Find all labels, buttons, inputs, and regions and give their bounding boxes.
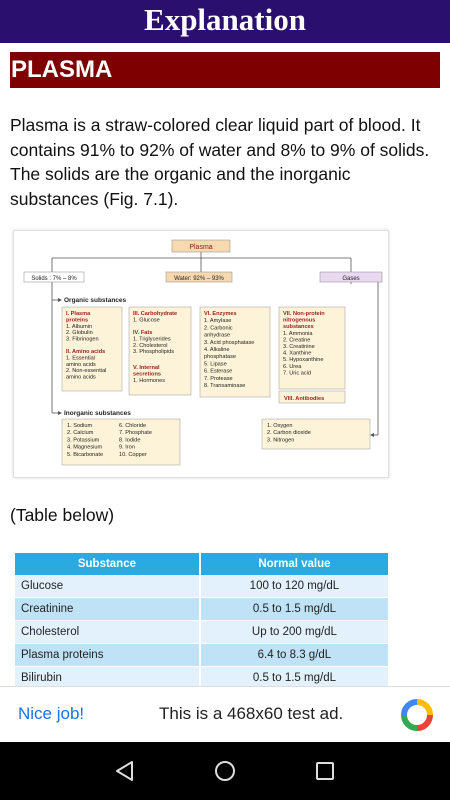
figure-amino-acids-item: amino acids — [66, 375, 96, 381]
figure-inorganic-item: 2. Calcium — [67, 430, 94, 436]
table-cell-value: 0.5 to 1.5 mg/dL — [199, 597, 391, 621]
plasma-composition-figure: Plasma Solids : 7% – 8% Water: 92% – 93%… — [13, 230, 389, 478]
figure-inorganic-item: 7. Phosphate — [119, 430, 152, 436]
section-heading: PLASMA — [10, 52, 440, 88]
figure-enzymes-item: phosphatase — [204, 354, 236, 360]
table-cell-substance: Cholesterol — [15, 620, 201, 644]
page-title: Explanation — [144, 2, 306, 37]
recents-icon[interactable] — [313, 759, 337, 783]
ad-cta-link[interactable]: Nice job! — [18, 704, 85, 723]
figure-fats-item: 1. Triglycerides — [133, 336, 171, 342]
table-cell-value: 100 to 120 mg/dL — [199, 575, 391, 598]
figure-gas-item: 3. Nitrogen — [267, 437, 294, 443]
figure-enzymes-item: 3. Acid phosphatase — [204, 340, 254, 346]
figure-fats-item: 2. Cholesterol — [133, 343, 168, 349]
table-cell-substance: Bilirubin — [15, 666, 201, 686]
figure-gas-item: 2. Carbon dioxide — [267, 430, 311, 436]
table-row: Creatinine 0.5 to 1.5 mg/dL — [15, 597, 391, 621]
figure-root-label: Plasma — [189, 244, 212, 251]
intro-paragraph: Plasma is a straw-colored clear liquid p… — [10, 115, 430, 209]
normal-values-table: Substance Normal value Glucose 100 to 12… — [15, 553, 391, 686]
app-title-bar: Explanation — [0, 0, 450, 43]
figure-carbohydrate-item: III. Carbohydrate — [133, 311, 177, 317]
article-content[interactable]: PLASMA Plasma is a straw-colored clear l… — [0, 43, 450, 686]
table-row: Cholesterol Up to 200 mg/dL — [15, 620, 391, 644]
figure-antibodies-label: VIII. Antibodies — [284, 396, 324, 402]
figure-gas-item: 1. Oxygen — [267, 423, 293, 429]
table-header-normal-value: Normal value — [199, 553, 391, 575]
figure-inorganic-item: 3. Potassium — [67, 437, 100, 443]
table-row: Bilirubin 0.5 to 1.5 mg/dL — [15, 666, 391, 686]
figure-enzymes-item: 4. Alkaline — [204, 347, 230, 353]
figure-enzymes-item: anhydrase — [204, 333, 230, 339]
figure-inorganic-item: 9. Iron — [119, 445, 135, 451]
ad-choices-logo-icon[interactable] — [401, 699, 433, 731]
figure-non-protein-item: 1. Ammonia — [283, 331, 313, 337]
table-row: Glucose 100 to 120 mg/dL — [15, 575, 391, 598]
figure-enzymes-item: 6. Esterase — [204, 369, 232, 375]
figure-internal-secretions-item: secretions — [133, 371, 161, 377]
figure-non-protein-item: 2. Creatine — [283, 337, 310, 343]
figure-water-label: Water: 92% – 93% — [174, 276, 224, 282]
figure-gases-label: Gases — [342, 276, 359, 282]
figure-plasma-proteins-item: proteins — [66, 317, 88, 323]
figure-amino-acids-item: II. Amino acids — [66, 349, 105, 355]
figure-enzymes-item: 2. Carbonic — [204, 325, 233, 331]
system-navigation-bar — [0, 742, 450, 800]
table-row: Plasma proteins 6.4 to 8.3 g/dL — [15, 643, 391, 667]
table-cell-value: 6.4 to 8.3 g/dL — [199, 643, 391, 667]
figure-internal-secretions-item: V. Internal — [133, 365, 160, 371]
table-cell-substance: Plasma proteins — [15, 643, 201, 667]
ad-text[interactable]: This is a 468x60 test ad. — [159, 704, 344, 723]
figure-non-protein-item: substances — [283, 324, 314, 330]
figure-inorganic-item: 4. Magnesium — [67, 445, 102, 451]
figure-non-protein-item: 5. Hypoxanthine — [283, 357, 323, 363]
figure-amino-acids-item: amino acids — [66, 362, 96, 368]
figure-inorganic-item: 8. Iodide — [119, 437, 140, 443]
figure-non-protein-item: 3. Creatinine — [283, 344, 315, 350]
figure-plasma-proteins-item: I. Plasma — [66, 311, 91, 317]
figure-organic-title: Organic substances — [64, 297, 127, 304]
figure-internal-secretions-item: 1. Hormones — [133, 378, 165, 384]
back-icon[interactable] — [113, 759, 137, 783]
table-caption: (Table below) — [10, 505, 115, 525]
figure-solids-label: Solids : 7% – 8% — [31, 276, 77, 282]
table-cell-value: 0.5 to 1.5 mg/dL — [199, 666, 391, 686]
table-cell-value: Up to 200 mg/dL — [199, 620, 391, 644]
figure-non-protein-item: VII. Non-protein — [283, 311, 325, 317]
figure-inorganic-item: 1. Sodium — [67, 423, 93, 429]
figure-non-protein-item: 4. Xanthine — [283, 351, 311, 357]
figure-inorganic-title: Inorganic substances — [64, 410, 131, 417]
figure-enzymes-item: 1. Amylase — [204, 318, 231, 324]
figure-carbohydrate-item: 1. Glucose — [133, 317, 160, 323]
figure-inorganic-item: 6. Chloride — [119, 423, 146, 429]
figure-plasma-proteins-item: 2. Globulin — [66, 330, 93, 336]
figure-enzymes-item: VI. Enzymes — [204, 311, 237, 317]
figure-enzymes-item: 7. Protease — [204, 376, 233, 382]
figure-non-protein-item: 6. Urea — [283, 364, 302, 370]
figure-non-protein-item: 7. Uric acid — [283, 370, 311, 376]
figure-non-protein-item: nitrogenous — [283, 318, 315, 324]
table-cell-substance: Glucose — [15, 575, 201, 598]
figure-amino-acids-item: 1. Essential — [66, 355, 95, 361]
figure-fats-item: IV. Fats — [133, 330, 152, 336]
figure-enzymes-item: 5. Lipase — [204, 361, 227, 367]
figure-enzymes-item: 8. Transaminase — [204, 383, 245, 389]
table-header-substance: Substance — [15, 553, 201, 575]
figure-inorganic-item: 10. Copper — [119, 452, 147, 458]
home-icon[interactable] — [213, 759, 237, 783]
ad-banner[interactable]: Nice job! This is a 468x60 test ad. — [0, 686, 450, 742]
figure-inorganic-item: 5. Bicarbonate — [67, 452, 103, 458]
figure-plasma-proteins-item: 3. Fibrinogen — [66, 337, 99, 343]
figure-fats-item: 3. Phospholipids — [133, 349, 174, 355]
figure-amino-acids-item: 2. Non-essential — [66, 368, 106, 374]
figure-plasma-proteins-item: 1. Albumin — [66, 324, 92, 330]
table-cell-substance: Creatinine — [15, 597, 201, 621]
